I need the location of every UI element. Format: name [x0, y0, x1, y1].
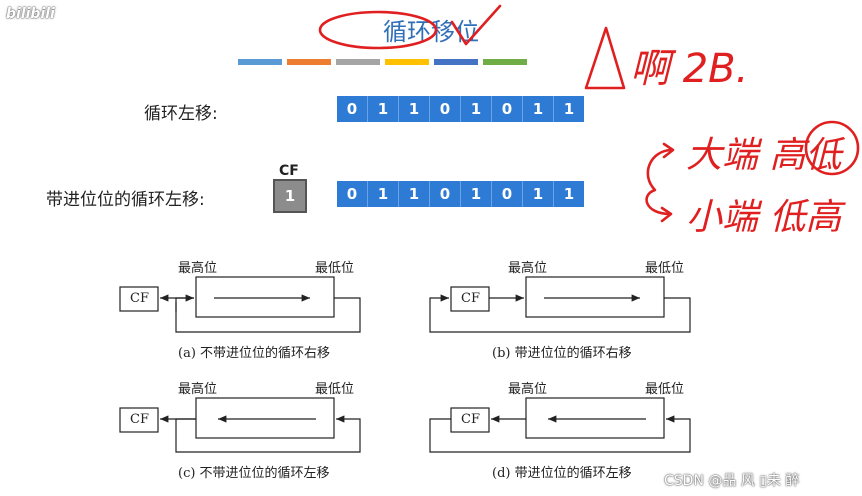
- curly-arrow-mark: [645, 148, 674, 216]
- diagram-c-msb: 最高位: [178, 382, 218, 397]
- annotation-line3: 小端 低高: [686, 197, 842, 238]
- rotate-left-bit-4: 1: [460, 96, 491, 122]
- rotate-left-carry-bit-3: 0: [429, 181, 460, 207]
- diagram-c-caption: (c) 不带进位位的循环左移: [178, 466, 330, 481]
- cf-box: 1: [273, 179, 307, 213]
- diagram-b-caption: (b) 带进位位的循环右移: [492, 346, 632, 361]
- title-color-bar: [385, 59, 429, 65]
- diagram-a-cf: CF: [130, 291, 149, 306]
- diagram-d-caption: (d) 带进位位的循环左移: [492, 466, 632, 481]
- cf-value: 1: [284, 187, 296, 205]
- diagram-a-caption: (a) 不带进位位的循环右移: [178, 346, 331, 361]
- diagram-a-msb: 最高位: [178, 261, 218, 276]
- diagram-b: [429, 276, 691, 333]
- diagram-a-lsb: 最低位: [315, 261, 355, 276]
- rotate-left-carry-bit-6: 1: [522, 181, 553, 207]
- annotation-line1: 啊 2B.: [630, 46, 749, 92]
- bilibili-watermark: bilibili: [6, 6, 55, 22]
- rotate-left-carry-bit-7: 1: [553, 181, 584, 207]
- title-color-bar: [287, 59, 331, 65]
- rotate-left-bit-2: 1: [398, 96, 429, 122]
- rotate-left-carry-bit-0: 0: [337, 181, 367, 207]
- diagram-c-lsb: 最低位: [315, 382, 355, 397]
- rotate-left-bit-0: 0: [337, 96, 367, 122]
- rotate-left-carry-label: 带进位位的循环左移:: [46, 190, 205, 210]
- diagram-b-cf: CF: [461, 291, 480, 306]
- rotate-left-carry-bit-5: 0: [491, 181, 522, 207]
- title-circle-mark: [318, 10, 438, 50]
- check-mark: [450, 4, 502, 46]
- title-color-bar: [238, 59, 282, 65]
- csdn-watermark: CSDN @品 风 ▯未 醉: [664, 473, 800, 489]
- rotate-left-bit-6: 1: [522, 96, 553, 122]
- diagram-a: [119, 276, 361, 333]
- diagram-d-msb: 最高位: [508, 382, 548, 397]
- rotate-left-carry-bit-1: 1: [367, 181, 398, 207]
- rotate-left-carry-bit-2: 1: [398, 181, 429, 207]
- rotate-left-bit-1: 1: [367, 96, 398, 122]
- diagram-c: [119, 397, 361, 453]
- diagram-b-lsb: 最低位: [645, 261, 685, 276]
- diagram-b-msb: 最高位: [508, 261, 548, 276]
- diagram-d-lsb: 最低位: [645, 382, 685, 397]
- rotate-left-carry-bit-4: 1: [460, 181, 491, 207]
- diagram-d-cf: CF: [461, 412, 480, 427]
- title-color-bar: [336, 59, 380, 65]
- diagram-c-cf: CF: [130, 412, 149, 427]
- rotate-left-label: 循环左移:: [144, 104, 218, 124]
- rotate-left-bit-3: 0: [429, 96, 460, 122]
- rotate-left-bit-5: 0: [491, 96, 522, 122]
- diagram-d: [429, 397, 691, 453]
- title-color-bar: [483, 59, 527, 65]
- title-color-bar: [434, 59, 478, 65]
- annotation-line2: 大端 高低: [686, 135, 842, 176]
- low-circle-mark: [804, 120, 860, 176]
- rotate-left-bit-7: 1: [553, 96, 584, 122]
- cf-label: CF: [279, 163, 299, 179]
- warning-triangle-mark: [584, 26, 626, 90]
